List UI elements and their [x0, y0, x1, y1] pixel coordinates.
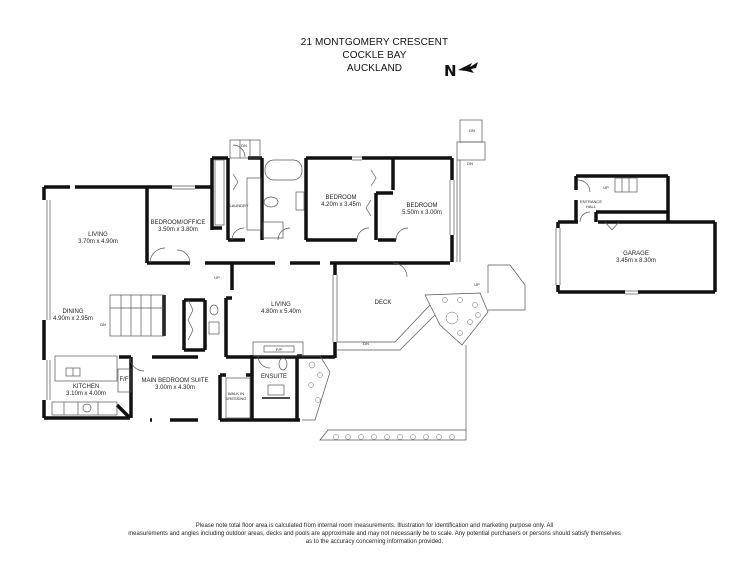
stair-down-label-3: DN — [469, 128, 475, 133]
room-name: GARAGE — [623, 251, 649, 257]
disclaimer-line-1: Please note total floor area is calculat… — [195, 523, 554, 529]
north-label: N — [444, 62, 457, 80]
room-dims: 3.00m x 4.30m — [155, 385, 195, 391]
room-bedroom-2: BEDROOM 4.20m x 3.45m — [321, 195, 361, 209]
room-entrance-hall: ENTRANCE HALL — [578, 199, 604, 209]
room-name: BEDROOM — [325, 195, 357, 201]
fireplace-label: F/P — [275, 347, 283, 352]
disclaimer: Please note total floor area is calculat… — [0, 522, 749, 546]
address-line-1: 21 MONTGOMERY CRESCENT — [300, 37, 449, 48]
room-dims: 3.50m x 3.80m — [158, 227, 198, 233]
room-name: DINING — [62, 309, 84, 315]
address-line-3: AUCKLAND — [346, 63, 403, 74]
stair-down-label-1: DN — [100, 322, 106, 327]
room-name: LAUNDRY — [229, 203, 249, 208]
disclaimer-line-2: measurements and angles including outdoo… — [128, 531, 621, 537]
address-line-2: COCKLE BAY — [342, 50, 407, 61]
room-dims: 3.10m x 4.00m — [66, 391, 106, 397]
area-deck: DECK — [375, 300, 392, 307]
garage-walls — [556, 174, 717, 294]
room-name: BEDROOM — [406, 203, 438, 209]
fridge-freezer-label: F/F — [119, 377, 129, 383]
thin-details — [46, 119, 526, 441]
room-dims: 3.45m x 8.30m — [616, 258, 656, 264]
stair-down-label-2: DN — [241, 143, 247, 148]
room-garage: GARAGE 3.45m x 8.30m — [616, 251, 656, 265]
stair-down-label-4: DN — [467, 161, 473, 166]
garage-details — [555, 177, 638, 295]
room-dims: 3.70m x 4.90m — [78, 239, 118, 245]
room-walk-in-dressing: WALK IN DRESSING — [225, 391, 247, 401]
room-bedroom-office: BEDROOM/OFFICE 3.50m x 3.80m — [151, 220, 206, 234]
room-dims: 4.80m x 5.40m — [261, 309, 301, 315]
room-main-bedroom-suite: MAIN BEDROOM SUITE 3.00m x 4.30m — [135, 378, 215, 392]
north-arrow-icon — [458, 62, 478, 73]
deck-up-label: UP — [474, 282, 480, 287]
room-name: MAIN BEDROOM SUITE — [141, 378, 209, 384]
room-living-2: LIVING 4.80m x 5.40m — [261, 302, 301, 316]
room-name: LIVING — [88, 232, 108, 238]
room-name: BEDROOM/OFFICE — [150, 220, 206, 226]
room-name: KITCHEN — [72, 384, 100, 390]
room-name: ENTRANCE HALL — [579, 199, 602, 209]
room-bedroom-3: BEDROOM 5.50m x 3.00m — [402, 203, 442, 217]
room-name: ENSUITE — [260, 374, 288, 380]
room-dims: 4.90m x 2.95m — [53, 316, 93, 322]
room-name: LIVING — [271, 302, 291, 308]
stair-up-label-1: UP — [214, 275, 220, 280]
disclaimer-line-3: as to the accuracy concerning informatio… — [305, 539, 444, 545]
room-kitchen: KITCHEN 3.10m x 4.00m — [66, 384, 106, 398]
room-ensuite: ENSUITE — [261, 374, 287, 381]
room-laundry: LAUNDRY — [229, 203, 248, 208]
room-name: DECK — [374, 300, 392, 306]
north-indicator: N — [444, 62, 457, 80]
room-dims: 4.20m x 3.45m — [321, 202, 361, 208]
deck-down-label: DN — [363, 341, 369, 346]
room-dims: 5.50m x 3.00m — [402, 210, 442, 216]
garage-up-label: UP — [603, 185, 609, 190]
room-dining: DINING 4.90m x 2.95m — [53, 309, 93, 323]
planting — [308, 297, 481, 440]
room-living-1: LIVING 3.70m x 4.90m — [78, 232, 118, 246]
room-name: WALK IN DRESSING — [225, 391, 247, 401]
address-block: 21 MONTGOMERY CRESCENT COCKLE BAY AUCKLA… — [0, 36, 749, 75]
